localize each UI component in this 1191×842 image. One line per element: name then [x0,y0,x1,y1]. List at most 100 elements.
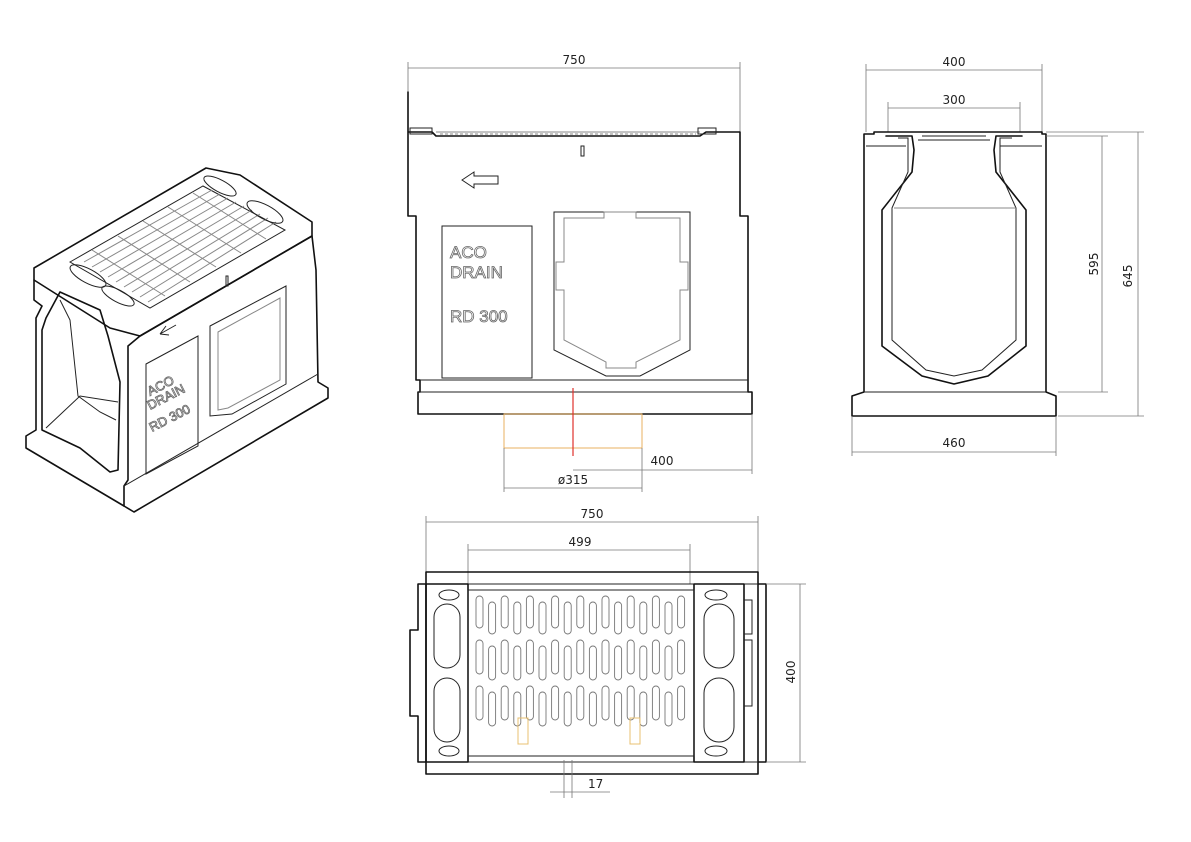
grating-slot [639,691,648,727]
grating-slot [588,691,597,727]
side-channel-inner [891,137,1017,377]
iso-end-slot [246,200,284,224]
plan-grating [467,589,695,757]
iso-label-panel [145,335,199,475]
panel-line1: ACO [450,243,487,262]
grating-slot [551,595,560,629]
latch-icon [517,717,529,745]
grating-slot [626,639,635,675]
iso-grating-slots [83,189,277,303]
grating-slot [614,691,623,727]
panel-line2: DRAIN [450,263,503,282]
dim-front-width: 750 [563,53,586,67]
grating-slot [475,685,484,721]
grating-slot [614,601,623,635]
iso-channel-inner [59,299,117,421]
grating-slot [664,645,673,681]
iso-end-slot [101,285,135,307]
grating-slot [639,645,648,681]
grating-slot [513,645,522,681]
front-elevation: 750 ACO DRAIN RD 300 400 ø315 [407,53,753,492]
grating-slot [601,685,610,721]
grating-slot [513,601,522,635]
grating-slot [551,685,560,721]
dim-outlet-offset: 400 [651,454,674,468]
arrow-left-icon [461,171,499,189]
iso-channel-opening [41,291,121,473]
grating-slot [601,595,610,629]
grating-slot [588,645,597,681]
grating-slot [576,639,585,675]
iso-end-slot [203,175,237,197]
plan-grating-slots [475,595,686,727]
grating-slot [614,645,623,681]
grating-slot [626,595,635,629]
grating-slot [500,639,509,675]
grating-slot [576,685,585,721]
plan-slot [433,677,461,743]
grating-slot [639,601,648,635]
arrow-left-icon [159,324,177,336]
grating-slot [651,639,660,675]
grating-slot [488,645,497,681]
dim-side-inner-height: 595 [1087,253,1101,276]
grating-slot [664,601,673,635]
side-channel-opening [881,135,1027,385]
grating-slot [677,685,686,721]
isometric-view: ACO DRAIN RD 300 [25,167,329,513]
latch-icon [629,717,641,745]
grating-slot [538,645,547,681]
grating-slot [525,595,534,629]
grating-slot [601,639,610,675]
grating-slot [538,601,547,635]
grating-slot [576,595,585,629]
plan-slot [703,677,735,743]
front-knockout-inner [555,211,689,369]
dim-outlet-diameter: ø315 [558,473,588,487]
dim-top-width: 750 [581,507,604,521]
grating-slot [677,595,686,629]
iso-base-line [123,373,319,487]
grating-slot [513,691,522,727]
front-knockout-outlet [553,211,691,377]
iso-front-face [123,235,329,513]
plan-end-frame-right [693,583,745,763]
grating-slot [551,639,560,675]
grating-slot [538,691,547,727]
side-elevation: 400 300 460 595 645 [851,55,1144,456]
iso-marker-icon [225,275,229,287]
plan-end-frame-left [425,583,469,763]
iso-end-face [25,279,125,507]
iso-end-slot [69,264,107,288]
dim-side-inner: 300 [943,93,966,107]
grating-slot [563,601,572,635]
front-outline [407,91,753,415]
grating-slot [500,685,509,721]
grating-slot [563,691,572,727]
grating-slot [563,645,572,681]
dim-slot-width: 17 [588,777,603,791]
front-label-panel [441,225,533,379]
panel-line3: RD 300 [450,307,508,326]
iso-knockout-outlet [209,285,287,417]
grating-slot [664,691,673,727]
dim-side-width: 400 [943,55,966,69]
grating-slot [488,601,497,635]
grating-slot [651,595,660,629]
grating-slot [488,691,497,727]
iso-knockout-inner [217,297,281,411]
front-marker-icon [580,145,585,157]
grating-slot [525,639,534,675]
grating-slot [475,639,484,675]
dim-top-grating: 499 [569,535,592,549]
grating-slot [500,595,509,629]
iso-top-face [33,167,313,337]
plan-slot [703,603,735,669]
plan-slot [433,603,461,669]
dim-top-depth: 400 [784,661,798,684]
grating-slot [525,685,534,721]
dim-side-base: 460 [943,436,966,450]
grating-slot [626,685,635,721]
plan-view: 750 499 400 [409,507,806,798]
